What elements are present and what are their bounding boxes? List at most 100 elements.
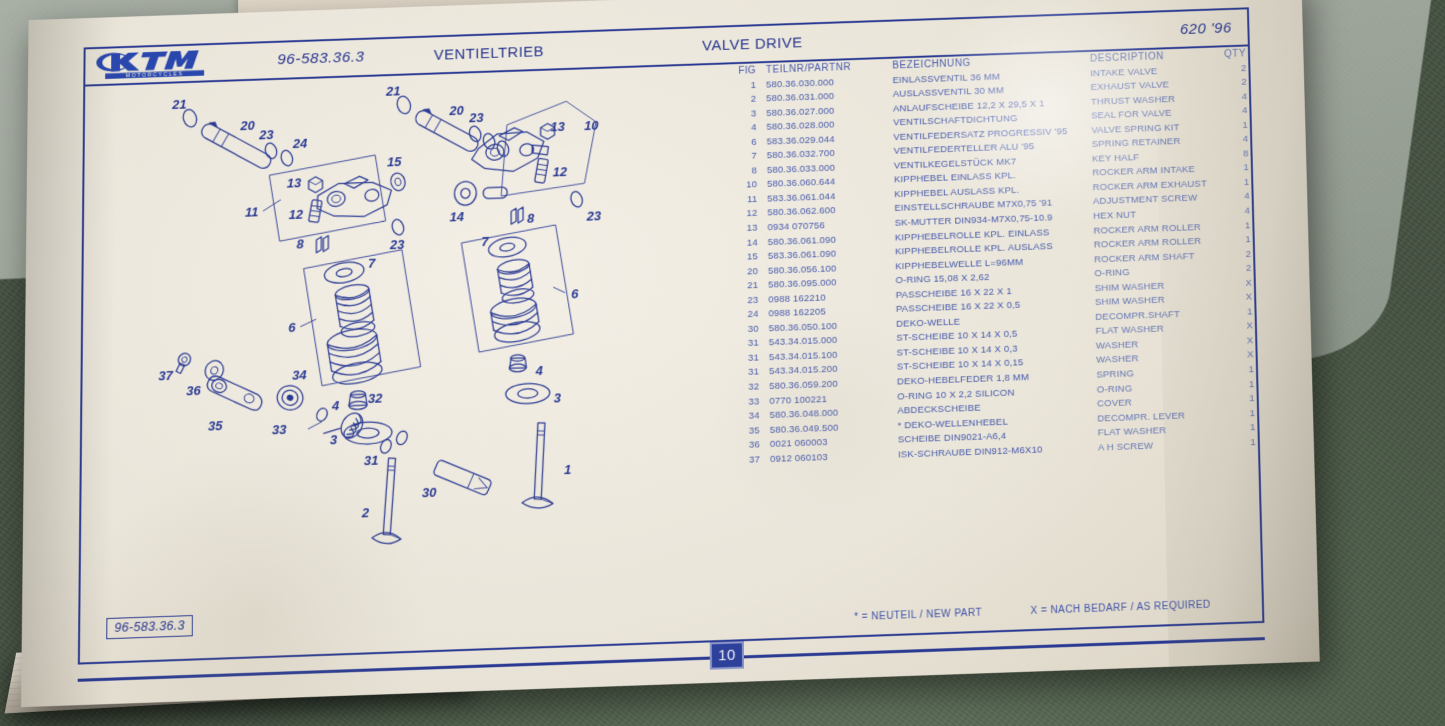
svg-text:20: 20	[239, 118, 255, 133]
row-description-de: DEKO-WELLE	[896, 316, 961, 330]
row-fig: 30	[747, 323, 759, 335]
svg-text:12: 12	[553, 164, 568, 179]
row-fig: 14	[746, 237, 758, 249]
svg-text:4: 4	[331, 398, 339, 413]
row-description-en: EXHAUST VALVE	[1090, 79, 1170, 94]
row-fig: 31	[748, 366, 760, 379]
row-description-en: ROCKER ARM ROLLER	[1093, 221, 1201, 237]
legend-new-part: * = NEUTEIL / NEW PART	[854, 607, 982, 624]
legend-as-required: X = NACH BEDARF / AS REQUIRED	[1030, 599, 1211, 617]
svg-text:33: 33	[272, 422, 287, 438]
row-qty: X	[1246, 349, 1254, 361]
svg-text:21: 21	[171, 97, 186, 112]
row-description-en: SPRING	[1096, 368, 1135, 381]
row-fig: 8	[751, 165, 758, 177]
svg-text:37: 37	[158, 368, 173, 384]
row-description-en: ROCKER ARM SHAFT	[1094, 250, 1195, 266]
row-description-en: A H SCREW	[1097, 440, 1154, 454]
row-description-en: HEX NUT	[1093, 209, 1137, 222]
svg-text:4: 4	[535, 363, 543, 378]
row-description-en: O-RING	[1096, 382, 1133, 396]
bottom-document-number: 96-583.36.3	[106, 615, 193, 640]
row-qty: 2	[1245, 263, 1252, 275]
row-qty: X	[1246, 320, 1254, 332]
svg-text:7: 7	[481, 234, 489, 249]
svg-text:23: 23	[586, 208, 602, 223]
row-qty: 1	[1248, 378, 1255, 390]
row-description-en: VALVE SPRING KIT	[1091, 122, 1180, 136]
row-qty: 1	[1244, 219, 1251, 232]
row-fig: 24	[747, 309, 759, 321]
svg-text:20: 20	[448, 103, 464, 118]
row-description-en: WASHER	[1095, 339, 1139, 352]
row-fig: 23	[747, 294, 759, 306]
svg-text:2: 2	[361, 505, 370, 520]
ktm-logo: MOTORCYCLES	[95, 48, 210, 81]
row-qty: 2	[1240, 62, 1247, 74]
row-qty: 1	[1249, 393, 1255, 405]
row-qty: 1	[1243, 162, 1250, 174]
svg-text:3: 3	[554, 390, 562, 405]
row-fig: 35	[748, 424, 760, 437]
exploded-parts-diagram: .ln { fill:none; stroke:#2b3a8f; stroke-…	[139, 69, 721, 556]
row-qty: X	[1246, 335, 1254, 347]
row-fig: 15	[746, 251, 758, 263]
svg-text:13: 13	[550, 119, 565, 134]
col-header-fig: FIG	[738, 65, 757, 77]
row-description-en: ROCKER ARM ROLLER	[1093, 236, 1202, 251]
row-qty: 4	[1241, 91, 1248, 103]
rocker-shaft-left: 21 20	[171, 97, 307, 174]
svg-text:7: 7	[368, 256, 376, 271]
row-description-en: DECOMPR. LEVER	[1097, 410, 1186, 425]
row-description-en: SHIM WASHER	[1094, 280, 1165, 294]
row-description-en: SPRING RETAINER	[1091, 136, 1181, 151]
svg-text:31: 31	[364, 453, 378, 469]
row-qty: X	[1245, 291, 1253, 304]
row-fig: 21	[747, 280, 759, 292]
row-fig: 3	[750, 108, 757, 120]
row-fig: 13	[746, 222, 758, 234]
row-fig: 7	[751, 150, 757, 162]
row-description-en: KEY HALF	[1091, 152, 1140, 165]
row-description-en: SEAL FOR VALVE	[1091, 108, 1172, 122]
svg-text:1: 1	[564, 462, 571, 477]
row-qty: 4	[1244, 205, 1251, 217]
row-description-en: THRUST WASHER	[1090, 93, 1176, 108]
row-description-en: DECOMPR.SHAFT	[1095, 308, 1181, 323]
svg-text:35: 35	[208, 418, 223, 434]
row-qty: 2	[1241, 76, 1247, 88]
printed-content-layer: MOTORCYCLES 96-583.36.3 VENTIELTRIEB VAL…	[29, 0, 1302, 682]
row-qty: 4	[1241, 105, 1248, 117]
row-fig: 34	[748, 410, 760, 422]
svg-text:MOTORCYCLES: MOTORCYCLES	[126, 71, 184, 79]
row-description-en: FLAT WASHER	[1097, 425, 1167, 439]
row-fig: 31	[747, 337, 759, 350]
svg-text:15: 15	[387, 154, 402, 169]
row-fig: 11	[747, 193, 758, 206]
svg-text:3: 3	[330, 432, 338, 447]
row-description-de: SCHEIBE DIN9021-A6,4	[897, 430, 1007, 446]
svg-text:11: 11	[245, 204, 258, 219]
svg-text:32: 32	[368, 390, 383, 406]
page-number-badge: 10	[709, 641, 745, 670]
header-title-german: VENTIELTRIEB	[433, 42, 545, 64]
svg-text:34: 34	[292, 367, 306, 383]
row-qty: X	[1245, 277, 1252, 289]
svg-text:36: 36	[186, 383, 201, 399]
row-description-de: O-RING 15,08 X 2,62	[895, 272, 990, 287]
row-fig: 1	[750, 79, 757, 91]
page-border-frame: MOTORCYCLES 96-583.36.3 VENTIELTRIEB VAL…	[77, 7, 1265, 665]
row-qty: 2	[1245, 248, 1252, 260]
svg-text:6: 6	[288, 320, 296, 335]
row-description-en: WASHER	[1096, 353, 1139, 367]
col-header-en: DESCRIPTION	[1089, 51, 1165, 65]
legend-note: * = NEUTEIL / NEW PART X = NACH BEDARF /…	[854, 600, 1211, 624]
row-qty: 4	[1244, 191, 1250, 203]
row-description-de: EINLASSVENTIL 36 MM	[892, 71, 1001, 86]
svg-text:8: 8	[297, 236, 305, 251]
svg-text:10: 10	[584, 118, 599, 133]
row-fig: 37	[749, 454, 761, 466]
svg-text:23: 23	[468, 110, 484, 125]
rocker-arm-exhaust-assembly: 11 13	[245, 154, 407, 257]
row-qty: 8	[1243, 148, 1249, 160]
